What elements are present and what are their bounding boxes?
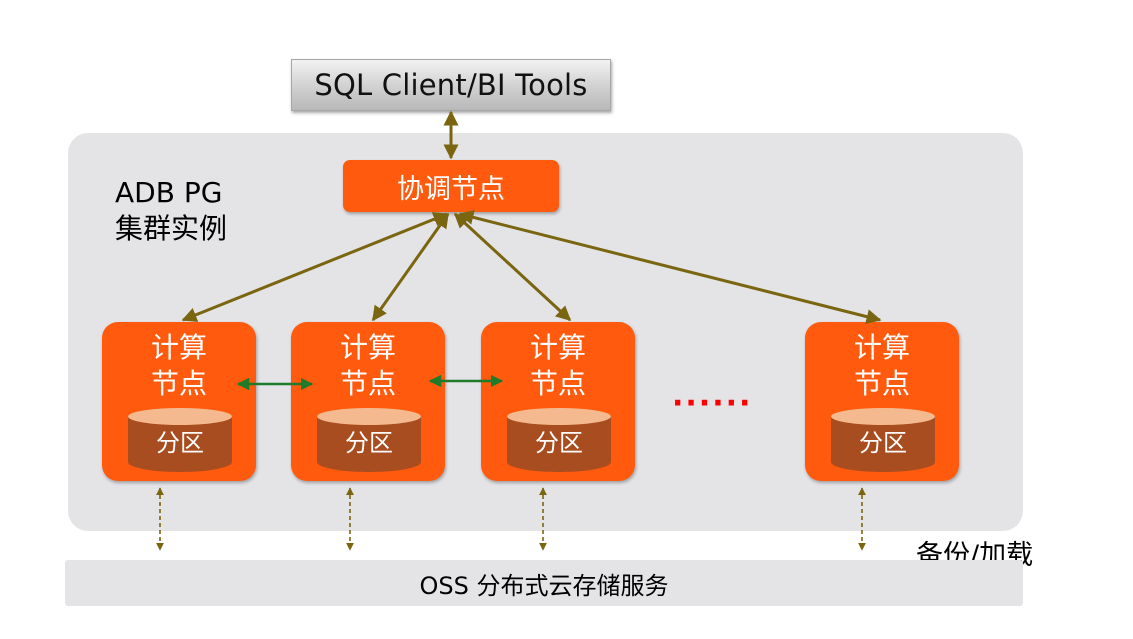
compute-node-title-line2: 节点 (529, 367, 586, 400)
compute-node-4: 计算 节点 分区 (805, 322, 959, 481)
partition-cylinder-body (507, 416, 611, 472)
partition-cylinder: 分区 (507, 408, 611, 476)
coordinator-node1-arrow (181, 212, 449, 322)
partition-cylinder-top (507, 408, 611, 425)
partition-label: 分区 (345, 429, 393, 457)
partition-cylinder-top (831, 408, 935, 425)
partition-cylinder-top (128, 408, 232, 425)
more-nodes-ellipsis: ······ (672, 386, 753, 421)
partition-label: 分区 (859, 429, 907, 457)
compute-node-title-line2: 节点 (150, 367, 207, 400)
coordinator-node2-arrow (371, 212, 450, 322)
compute-node-2: 计算 节点 分区 (291, 322, 445, 481)
partition-cylinder: 分区 (831, 408, 935, 476)
coordinator-node4-arrow (458, 210, 882, 324)
compute-node-title-line1: 计算 (339, 331, 396, 364)
compute-node-title-line2: 节点 (853, 367, 910, 400)
compute-node-title-line1: 计算 (529, 331, 586, 364)
compute-node-3: 计算 节点 分区 (481, 322, 635, 481)
partition-cylinder: 分区 (128, 408, 232, 476)
compute-node-title-line1: 计算 (853, 331, 910, 364)
coordinator-node3-arrow (453, 212, 572, 322)
partition-label: 分区 (535, 429, 583, 457)
partition-cylinder-top (317, 408, 421, 425)
compute-node-title-line2: 节点 (339, 367, 396, 400)
partition-label: 分区 (156, 429, 204, 457)
compute-node-1: 计算 节点 分区 (102, 322, 256, 481)
partition-cylinder-body (317, 416, 421, 472)
cluster-label-line1: ADB PG (115, 176, 223, 209)
partition-cylinder-body (831, 416, 935, 472)
partition-cylinder-body (128, 416, 232, 472)
partition-cylinder: 分区 (317, 408, 421, 476)
coordinator-node: 协调节点 (343, 160, 559, 212)
oss-storage-bar: OSS 分布式云存储服务 (65, 560, 1023, 606)
compute-node-title-line1: 计算 (150, 331, 207, 364)
